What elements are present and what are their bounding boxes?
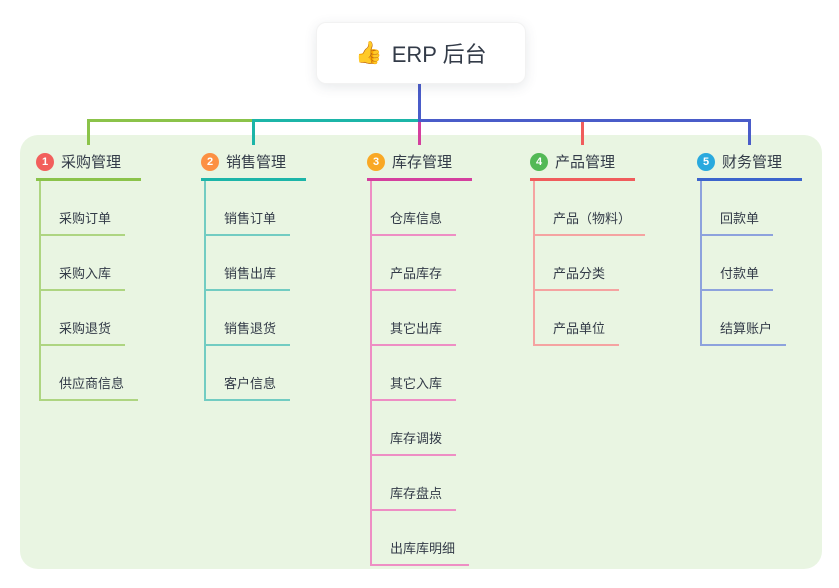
child-node: 库存盘点 <box>372 456 472 511</box>
child-node-label[interactable]: 采购入库 <box>41 263 126 291</box>
branch-header-3[interactable]: 3 库存管理 <box>367 145 472 181</box>
child-node: 产品单位 <box>535 291 645 346</box>
child-node-label[interactable]: 回款单 <box>702 208 774 236</box>
child-node: 回款单 <box>702 181 802 236</box>
child-node: 仓库信息 <box>372 181 472 236</box>
child-node: 产品（物料） <box>535 181 646 236</box>
child-node-label[interactable]: 库存盘点 <box>372 483 457 511</box>
child-node-label[interactable]: 客户信息 <box>206 373 291 401</box>
child-node: 产品分类 <box>535 236 645 291</box>
branch-number-badge: 1 <box>36 152 54 171</box>
branch-header-4[interactable]: 4 产品管理 <box>530 145 635 181</box>
thumbs-up-icon: 👍 <box>355 40 383 65</box>
child-node-label[interactable]: 采购订单 <box>41 208 126 236</box>
child-node: 采购退货 <box>41 291 141 346</box>
child-node-label[interactable]: 库存调拨 <box>372 428 457 456</box>
branch-header-2[interactable]: 2 销售管理 <box>201 145 306 181</box>
branch-children: 回款单付款单结算账户 <box>700 181 802 346</box>
branch-number-badge: 3 <box>367 152 385 171</box>
branch-children: 销售订单销售出库销售退货客户信息 <box>204 181 306 401</box>
root-node-erp[interactable]: 👍 ERP 后台 <box>316 22 526 84</box>
child-node: 其它出库 <box>372 291 472 346</box>
branch-column-1: 1 采购管理采购订单采购入库采购退货供应商信息 <box>36 145 141 401</box>
root-node-title: ERP 后台 <box>391 42 487 67</box>
child-node-label[interactable]: 产品库存 <box>372 263 457 291</box>
branch-children: 产品（物料） 产品分类产品单位 <box>533 181 646 346</box>
child-node-label[interactable]: 产品单位 <box>535 318 620 346</box>
child-node: 供应商信息 <box>41 346 141 401</box>
branch-column-4: 4 产品管理产品（物料） 产品分类产品单位 <box>530 145 646 346</box>
child-node-label[interactable]: 供应商信息 <box>41 373 139 401</box>
child-node-label[interactable]: 出库库明细 <box>372 538 470 566</box>
branch-number-badge: 4 <box>530 152 548 171</box>
child-node-label[interactable]: 结算账户 <box>702 318 787 346</box>
child-node: 出库库明细 <box>372 511 472 566</box>
branch-header-1[interactable]: 1 采购管理 <box>36 145 141 181</box>
branch-column-5: 5 财务管理回款单付款单结算账户 <box>697 145 802 346</box>
branch-label: 库存管理 <box>392 154 453 171</box>
child-node-label[interactable]: 仓库信息 <box>372 208 457 236</box>
branch-children: 仓库信息产品库存其它出库其它入库库存调拨库存盘点出库库明细 <box>370 181 472 566</box>
child-node-label[interactable]: 其它出库 <box>372 318 457 346</box>
child-node-label[interactable]: 销售出库 <box>206 263 291 291</box>
child-node-label[interactable]: 付款单 <box>702 263 774 291</box>
child-node: 付款单 <box>702 236 802 291</box>
child-node: 结算账户 <box>702 291 802 346</box>
child-node-label[interactable]: 销售订单 <box>206 208 291 236</box>
child-node-label[interactable]: 产品（物料） <box>535 208 646 236</box>
branch-label: 财务管理 <box>722 154 783 171</box>
child-node: 采购入库 <box>41 236 141 291</box>
child-node-label[interactable]: 销售退货 <box>206 318 291 346</box>
branch-children: 采购订单采购入库采购退货供应商信息 <box>39 181 141 401</box>
branch-column-2: 2 销售管理销售订单销售出库销售退货客户信息 <box>201 145 306 401</box>
child-node: 库存调拨 <box>372 401 472 456</box>
child-node: 销售出库 <box>206 236 306 291</box>
child-node: 其它入库 <box>372 346 472 401</box>
branches-panel <box>20 135 822 569</box>
child-node: 客户信息 <box>206 346 306 401</box>
child-node: 销售订单 <box>206 181 306 236</box>
branch-column-3: 3 库存管理仓库信息产品库存其它出库其它入库库存调拨库存盘点出库库明细 <box>367 145 472 566</box>
child-node: 销售退货 <box>206 291 306 346</box>
branch-label: 销售管理 <box>226 154 287 171</box>
branch-header-5[interactable]: 5 财务管理 <box>697 145 802 181</box>
branch-label: 产品管理 <box>555 154 616 171</box>
child-node: 采购订单 <box>41 181 141 236</box>
child-node: 产品库存 <box>372 236 472 291</box>
branch-number-badge: 2 <box>201 152 219 171</box>
branch-label: 采购管理 <box>61 154 122 171</box>
branch-number-badge: 5 <box>697 152 715 171</box>
child-node-label[interactable]: 采购退货 <box>41 318 126 346</box>
child-node-label[interactable]: 其它入库 <box>372 373 457 401</box>
child-node-label[interactable]: 产品分类 <box>535 263 620 291</box>
